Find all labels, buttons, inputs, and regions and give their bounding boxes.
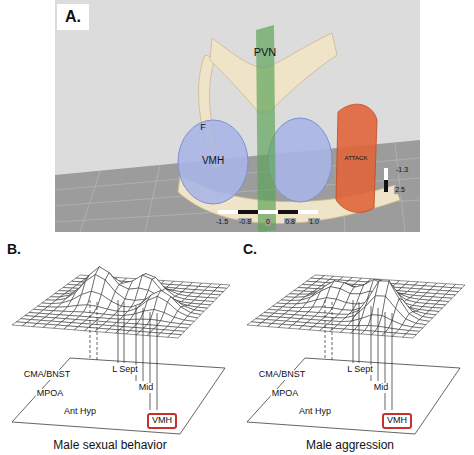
scale-number: 2.5 <box>394 186 406 194</box>
drop-line <box>325 300 326 359</box>
panel-letter: C. <box>242 242 258 257</box>
drop-line <box>150 312 151 410</box>
region-label: Mid <box>138 383 155 393</box>
scale-number: -0.8 <box>238 218 252 226</box>
region-label: MPOA <box>271 389 300 399</box>
scale-segment <box>384 168 388 180</box>
region-label: MPOA <box>36 389 65 399</box>
panel-caption: Male aggression <box>305 439 395 452</box>
vmh-nucleus <box>268 118 332 202</box>
drop-line <box>378 308 379 381</box>
drop-line <box>90 300 91 359</box>
panel-letter-box <box>57 4 89 30</box>
scale-segment <box>218 210 238 214</box>
grid-line <box>395 143 405 232</box>
panel-letter: B. <box>6 242 22 257</box>
region-label: F <box>199 123 207 133</box>
region-box: VMH <box>382 413 412 429</box>
region-label: L Sept <box>111 365 139 375</box>
scale-number: 1.0 <box>308 218 320 226</box>
scale-number: -1.5 <box>215 218 229 226</box>
region-label: VMH <box>152 416 172 426</box>
surface-plots <box>12 267 465 434</box>
panel-letter: A. <box>64 8 82 26</box>
region-label: Ant Hyp <box>298 407 332 417</box>
drop-line <box>385 312 386 410</box>
drop-line <box>143 308 144 381</box>
scale-number: 0 <box>265 218 271 226</box>
drop-line <box>392 313 393 410</box>
panel-caption: Male sexual behavior <box>52 439 167 452</box>
drop-line <box>157 313 158 410</box>
scale-segment <box>384 180 388 192</box>
scale-segment <box>278 210 298 214</box>
surface-mesh <box>247 275 465 434</box>
surface-mesh <box>12 267 230 434</box>
drop-line <box>124 302 125 363</box>
vmh-nucleus <box>178 120 248 204</box>
drop-line <box>359 302 360 363</box>
scale-bar <box>218 168 388 214</box>
scale-segment <box>298 210 318 214</box>
scale-number: -1.3 <box>395 166 409 174</box>
panel-a-illustration <box>55 0 420 232</box>
drop-line <box>353 300 354 363</box>
grid-line <box>80 171 100 232</box>
drop-line <box>332 302 333 360</box>
floor-plane <box>247 358 460 434</box>
floor-plane <box>12 358 225 434</box>
region-label: Ant Hyp <box>63 407 97 417</box>
region-label: Mid <box>373 383 390 393</box>
region-label: PVN <box>253 46 278 58</box>
region-box: VMH <box>147 413 177 429</box>
mesh-cell <box>403 334 417 338</box>
scale-number: 0.8 <box>284 218 296 226</box>
attack-area <box>336 104 377 212</box>
region-label: VMH <box>387 416 407 426</box>
drop-line <box>118 300 119 363</box>
scale-segment <box>258 210 278 214</box>
grid-line <box>145 165 160 232</box>
region-label: ATTACK <box>344 155 369 162</box>
back-wall <box>55 0 420 232</box>
region-label: VMH <box>201 155 225 166</box>
mesh-cell <box>168 334 182 338</box>
region-label: CMA/BNST <box>258 370 307 380</box>
drop-line <box>97 302 98 360</box>
scale-segment <box>238 210 258 214</box>
region-label: L Sept <box>346 365 374 375</box>
region-label: CMA/BNST <box>23 370 72 380</box>
